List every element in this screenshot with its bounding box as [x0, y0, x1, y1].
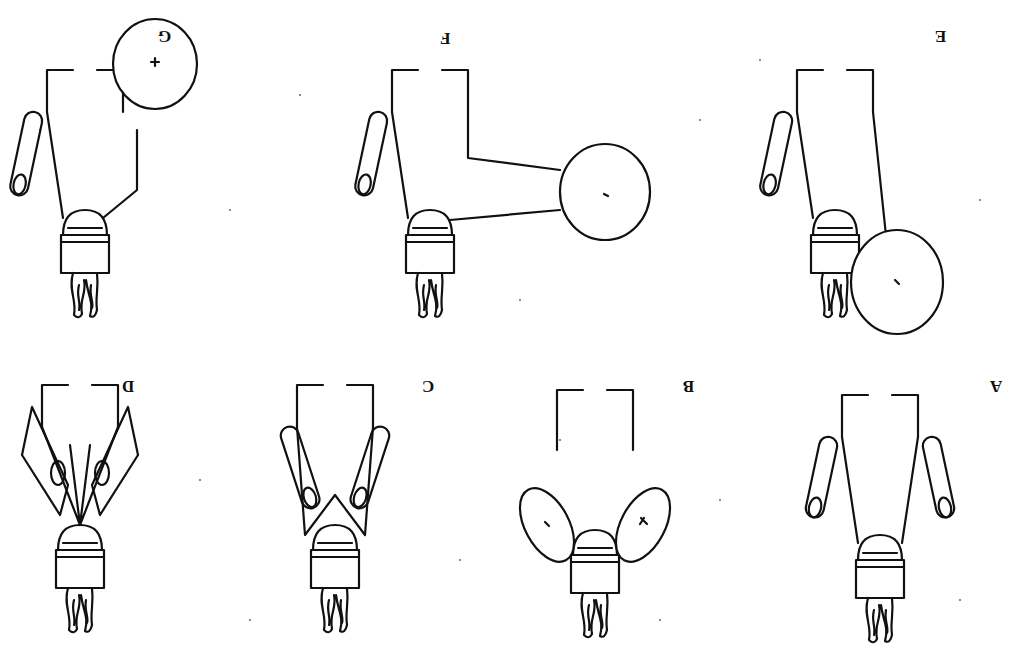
panel-letter: A [990, 378, 1002, 395]
panel-letter: E [935, 28, 946, 45]
panel-letter: D [122, 378, 134, 395]
panel-letter: B [683, 378, 694, 395]
panel-letter: C [422, 378, 434, 395]
panel-letter: G [158, 28, 171, 45]
panel-letter: F [440, 30, 450, 47]
